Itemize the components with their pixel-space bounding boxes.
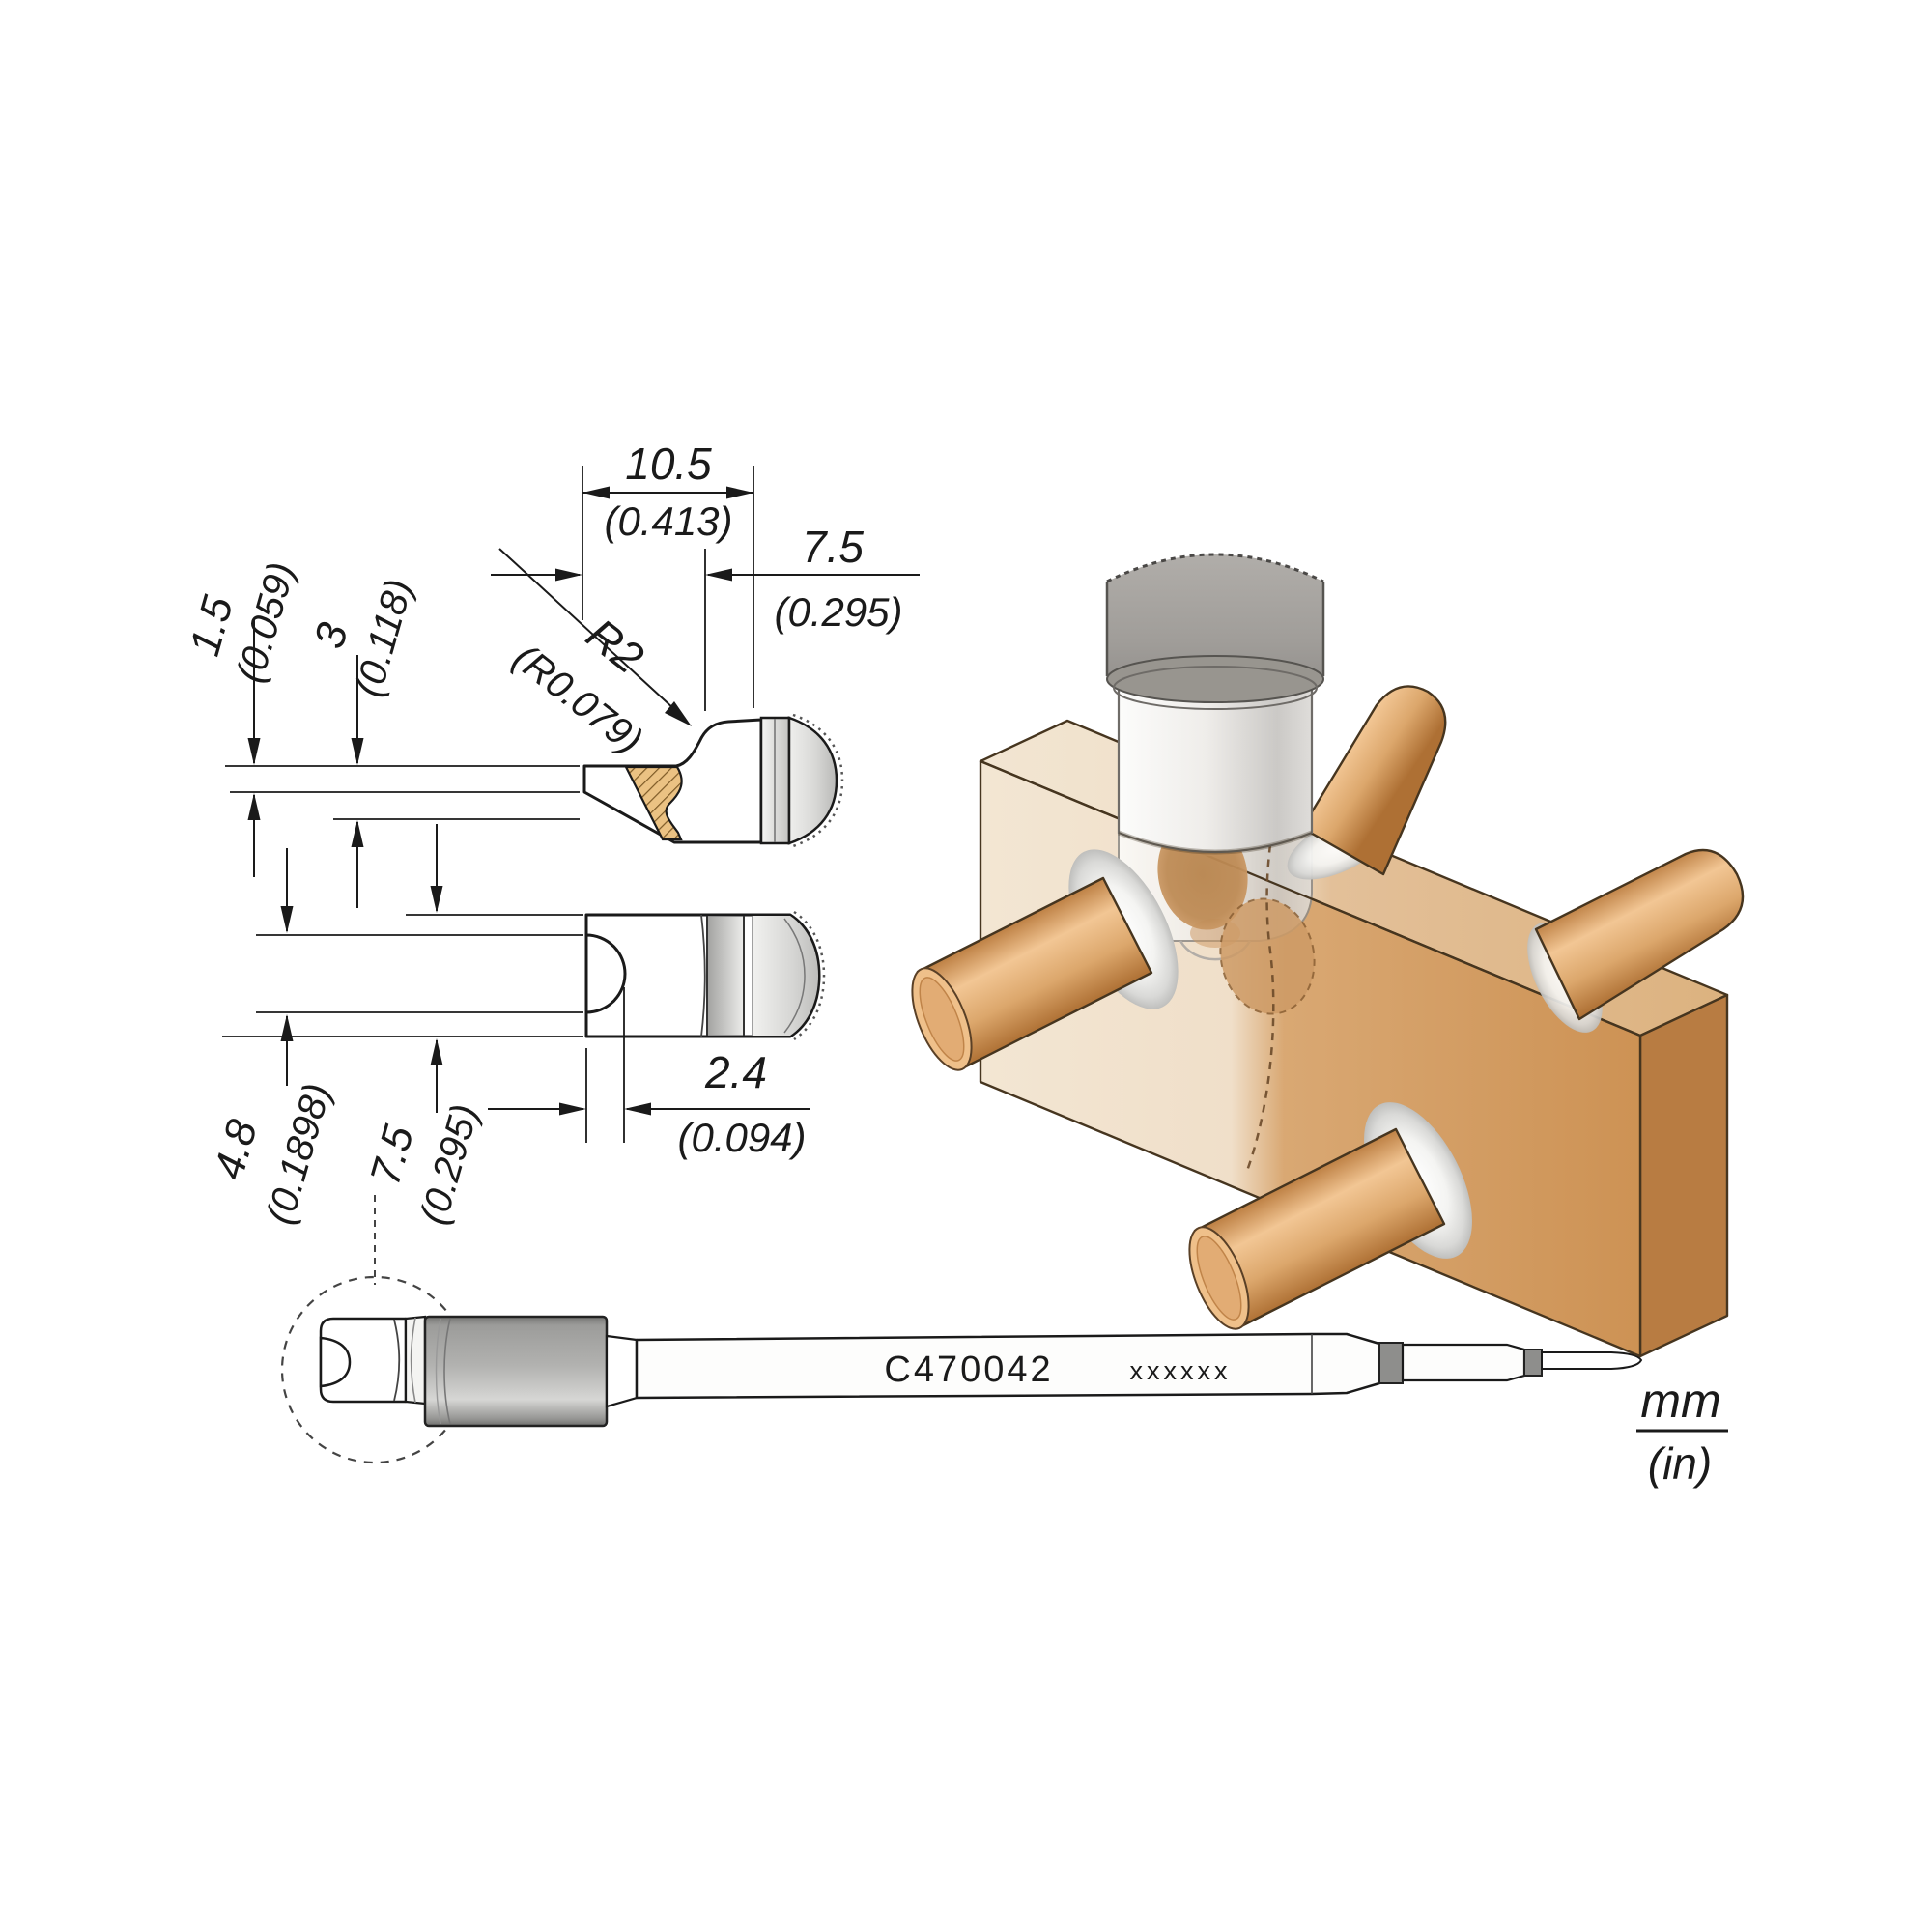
dim-slot-depth-mm: 2.4	[704, 1047, 767, 1097]
dim-back-length-in: (0.295)	[774, 589, 902, 635]
cartridge-model: C470042	[884, 1350, 1053, 1390]
dim-back-length-mm: 7.5	[802, 522, 864, 572]
hatch-section	[624, 765, 683, 841]
units-in: (in)	[1648, 1438, 1712, 1489]
knurl-edge-side	[792, 713, 844, 848]
cartridge-section-2	[1401, 1343, 1526, 1382]
cartridge-collar	[404, 1315, 427, 1406]
cartridge-thin-rod	[1541, 1351, 1643, 1370]
tip-dome-side	[787, 716, 838, 845]
pin-top-right	[1300, 685, 1447, 876]
cartridge-band-1	[1378, 1342, 1404, 1384]
block-right-face	[1638, 993, 1729, 1358]
tool-dome-rim	[1106, 655, 1324, 703]
dim-length: 10.5 (0.413)	[582, 439, 753, 544]
side-view-extension-lines	[225, 466, 754, 820]
dim-length-in: (0.413)	[604, 498, 732, 544]
hidden-pin-back	[1219, 897, 1316, 1015]
cartridge-heater-body	[423, 1315, 609, 1428]
cartridge-band-2	[1523, 1349, 1543, 1377]
tool-cut-edge	[1106, 553, 1324, 583]
dim-back-length: 7.5 (0.295)	[491, 522, 920, 635]
cartridge-fork-tip	[319, 1317, 408, 1404]
cartridge-drawing: C470042 xxxxxx	[280, 1195, 1643, 1464]
cartridge-fork-slot	[319, 1336, 352, 1388]
tool-body	[1117, 680, 1314, 854]
cartridge-step	[605, 1334, 639, 1408]
soldering-tool	[1105, 553, 1325, 855]
render-3d	[911, 553, 1745, 1358]
dim-slot-depth: 2.4 (0.094)	[488, 1047, 810, 1160]
dim-length-mm: 10.5	[625, 439, 712, 489]
knurl-edge-front	[793, 910, 826, 1041]
fork-dome-shade	[753, 916, 818, 1036]
fork-shade-band	[707, 917, 744, 1035]
units-mm: mm	[1640, 1374, 1720, 1428]
fork-slot	[584, 933, 627, 1014]
cartridge-marking: xxxxxx	[1130, 1356, 1232, 1385]
cutaway-dashed-edge	[1245, 745, 1293, 1172]
pin-far-right	[1534, 848, 1745, 1021]
dim-slot-depth-in: (0.094)	[677, 1115, 806, 1160]
units-legend: mm (in)	[1636, 1374, 1728, 1489]
